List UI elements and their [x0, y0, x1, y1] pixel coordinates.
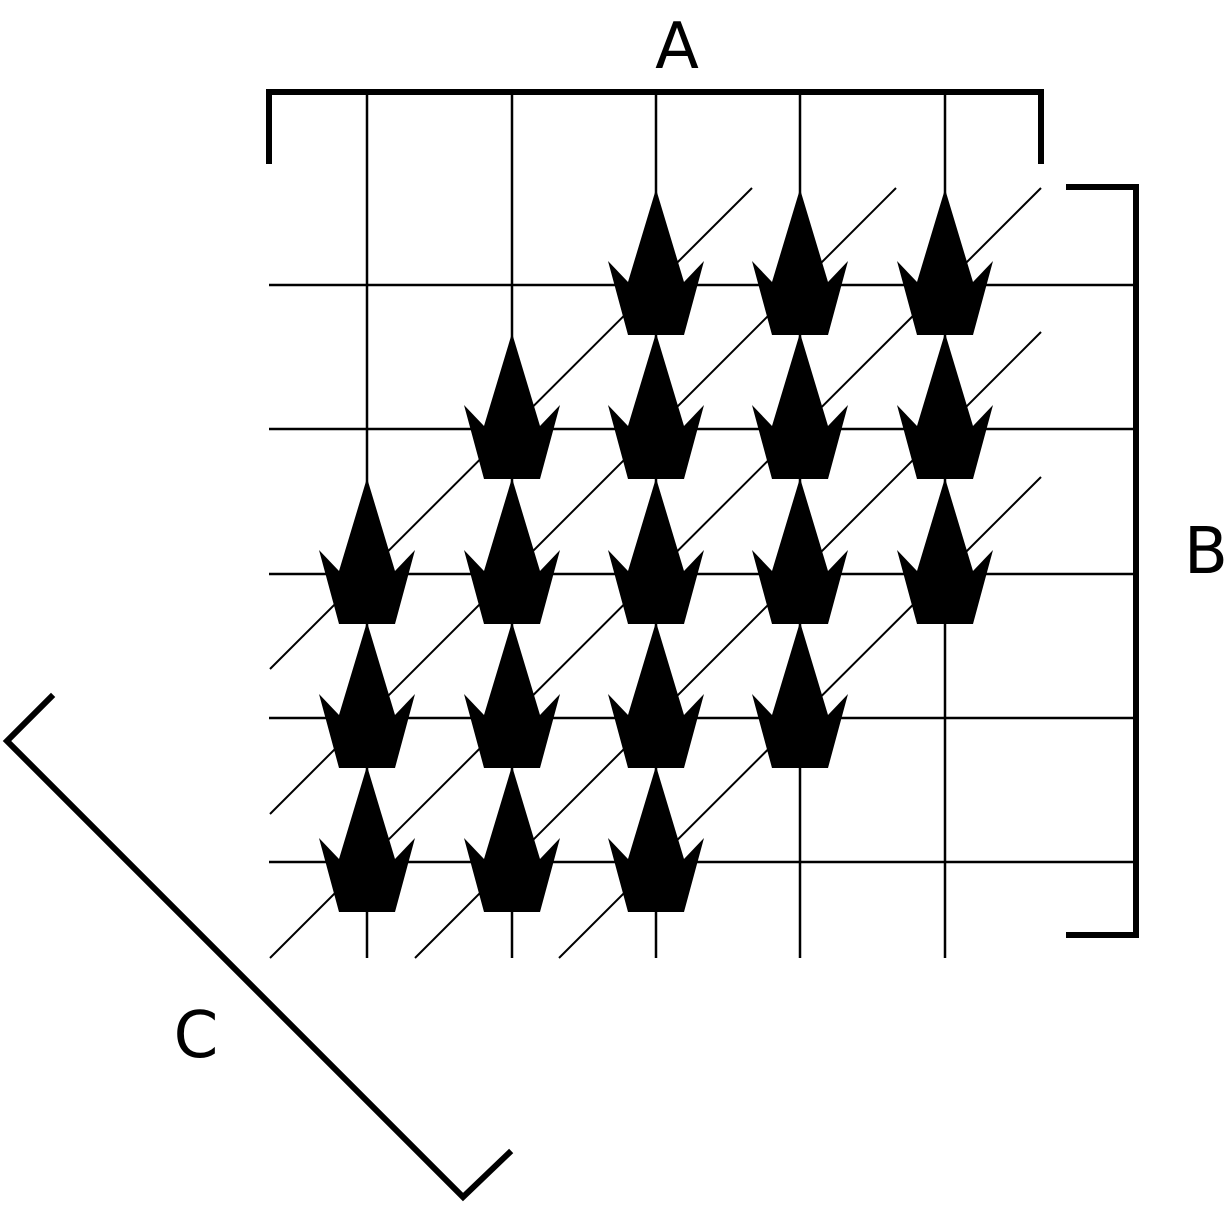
crown-icon: [897, 333, 993, 479]
crown-icon: [319, 766, 415, 912]
crown-icon: [608, 478, 704, 624]
crown-icon: [608, 333, 704, 479]
crown-icon: [319, 478, 415, 624]
crown-icon: [319, 622, 415, 768]
crown-icon: [752, 478, 848, 624]
crown-icon: [608, 189, 704, 335]
crown-icon: [752, 333, 848, 479]
crown-icon: [897, 478, 993, 624]
crown-icon: [897, 189, 993, 335]
crown-icon: [464, 622, 560, 768]
label-c: C: [174, 999, 219, 1073]
bracket-b: [1066, 184, 1139, 938]
crown-icon: [608, 622, 704, 768]
label-a: A: [655, 10, 699, 84]
bracket-a: [266, 89, 1044, 164]
label-b: B: [1184, 515, 1228, 589]
crown-icon: [464, 478, 560, 624]
crown-icon: [608, 766, 704, 912]
crown-icon: [752, 622, 848, 768]
crown-icon: [464, 766, 560, 912]
crown-icon: [464, 333, 560, 479]
bracket-c: [2, 692, 514, 1202]
crowns: [319, 189, 993, 912]
crown-icon: [752, 189, 848, 335]
